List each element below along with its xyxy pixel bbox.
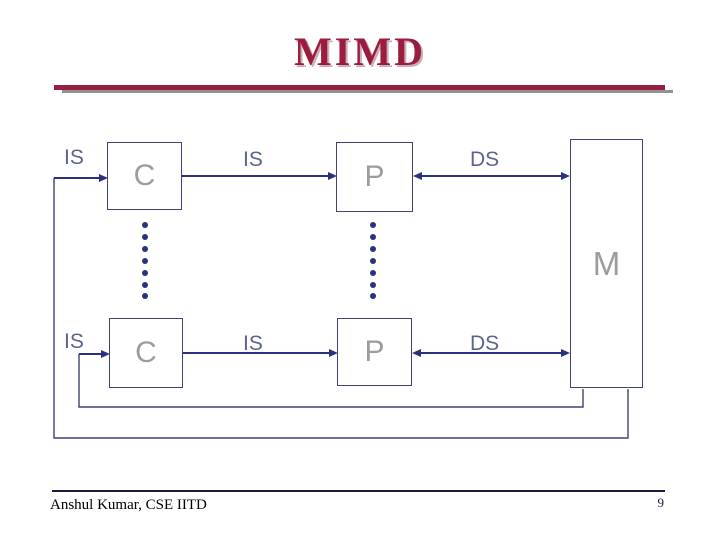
box-processor-top: P [336, 142, 413, 212]
arrowhead-ds-right-bottom [561, 349, 570, 357]
dot [142, 293, 148, 299]
arrowhead-is-c-to-p-bottom [329, 349, 338, 357]
label-is-mid-top: IS [243, 148, 263, 171]
feedback-loop-inner [78, 354, 584, 408]
box-memory: M [570, 139, 643, 388]
dot [142, 282, 148, 288]
dot [142, 234, 148, 240]
dot [142, 270, 148, 276]
dot [370, 293, 376, 299]
feedback-loop-outer [53, 178, 629, 439]
box-control-unit-top: C [107, 142, 182, 210]
dotted-ellipsis-right [370, 222, 376, 299]
arrowhead-is-into-c-top [99, 174, 108, 182]
label-is-mid-bottom: IS [243, 332, 263, 355]
title-underline-shadow [62, 90, 673, 93]
title-underline-bar [54, 85, 665, 90]
dot [370, 246, 376, 252]
box-control-unit-bottom-label: C [135, 336, 157, 369]
arrowhead-is-into-c-bottom [101, 350, 110, 358]
box-processor-top-label: P [364, 160, 385, 193]
arrowhead-is-c-to-p-top [328, 172, 337, 180]
label-is-input-bottom: IS [64, 330, 84, 353]
page-title: MIMD [294, 29, 426, 74]
label-ds-top: DS [470, 148, 500, 171]
dot [142, 222, 148, 228]
footer-divider [52, 490, 665, 492]
dot [370, 282, 376, 288]
arrowhead-ds-left-bottom [412, 349, 421, 357]
label-is-input-top: IS [64, 146, 84, 169]
footer-author: Anshul Kumar, CSE IITD [50, 497, 207, 513]
box-memory-label: M [592, 244, 621, 282]
box-processor-bottom-label: P [364, 335, 385, 368]
box-processor-bottom: P [337, 318, 412, 386]
dot [370, 222, 376, 228]
box-control-unit-bottom: C [109, 318, 183, 388]
page-number: 9 [657, 495, 665, 510]
dot [370, 270, 376, 276]
arrowhead-ds-left-top [413, 172, 422, 180]
dot [142, 258, 148, 264]
dot [142, 246, 148, 252]
box-control-unit-top-label: C [133, 159, 156, 192]
arrowhead-ds-right-top [561, 172, 570, 180]
label-ds-bottom: DS [470, 332, 500, 355]
dot [370, 234, 376, 240]
dot [370, 258, 376, 264]
dotted-ellipsis-left [142, 222, 148, 299]
